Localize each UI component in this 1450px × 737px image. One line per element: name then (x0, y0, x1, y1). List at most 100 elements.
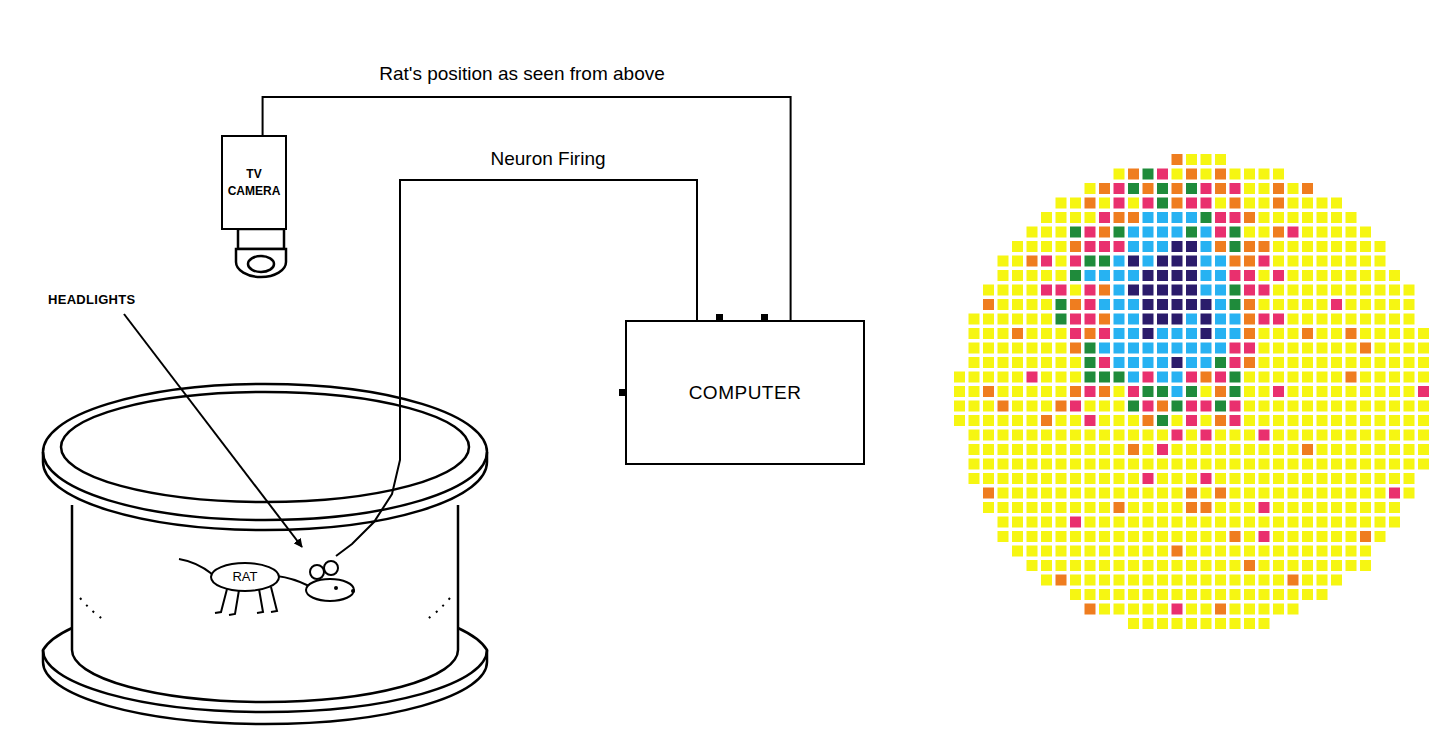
heat-cell (1215, 357, 1226, 368)
heat-cell (1215, 343, 1226, 354)
heat-cell (1259, 357, 1270, 368)
heat-cell (1041, 488, 1052, 499)
heat-cell (1085, 575, 1096, 586)
heat-cell (1331, 502, 1342, 513)
heat-cell (1099, 604, 1110, 615)
heat-cell (1114, 604, 1125, 615)
heat-cell (954, 401, 965, 412)
heat-cell (1244, 618, 1255, 629)
heat-cell (1317, 488, 1328, 499)
heat-cell (1244, 459, 1255, 470)
heat-cell (1012, 241, 1023, 252)
heat-cell (1404, 328, 1415, 339)
heat-cell (1273, 270, 1284, 281)
heat-cell (1273, 198, 1284, 209)
heat-cell (1128, 546, 1139, 557)
heat-cell (1302, 401, 1313, 412)
heat-cell (1041, 372, 1052, 383)
heat-cell (1143, 531, 1154, 542)
heat-cell (1244, 386, 1255, 397)
heat-cell (1288, 488, 1299, 499)
heat-cell (1389, 401, 1400, 412)
heat-cell (1201, 430, 1212, 441)
heat-cell (1259, 386, 1270, 397)
heat-cell (1273, 473, 1284, 484)
heat-cell (1056, 444, 1067, 455)
heat-cell (1085, 430, 1096, 441)
heat-cell (1346, 488, 1357, 499)
heat-cell (1056, 473, 1067, 484)
heat-cell (1389, 285, 1400, 296)
heat-cell (1085, 183, 1096, 194)
heat-cell (1201, 459, 1212, 470)
heat-cell (1288, 430, 1299, 441)
heat-cell (1273, 241, 1284, 252)
heat-cell (1128, 502, 1139, 513)
heat-cell (1056, 357, 1067, 368)
heat-cell (1012, 488, 1023, 499)
heat-cell (1143, 618, 1154, 629)
heat-cell (969, 459, 980, 470)
heat-cell (1273, 357, 1284, 368)
heat-cell (1027, 502, 1038, 513)
heat-cell (998, 299, 1009, 310)
heat-cell (1186, 560, 1197, 571)
heat-cell (1346, 357, 1357, 368)
heat-cell (1128, 314, 1139, 325)
heat-cell (998, 401, 1009, 412)
heat-cell (1418, 401, 1429, 412)
heat-cell (1085, 372, 1096, 383)
heat-cell (1114, 285, 1125, 296)
heat-cell (1404, 285, 1415, 296)
heat-cell (1317, 560, 1328, 571)
heat-cell (1041, 517, 1052, 528)
heat-cell (969, 386, 980, 397)
heat-cell (1070, 560, 1081, 571)
heat-cell (1201, 546, 1212, 557)
heat-cell (1157, 604, 1168, 615)
heat-cell (1273, 386, 1284, 397)
heat-cell (1230, 285, 1241, 296)
heat-cell (1288, 575, 1299, 586)
heat-cell (1244, 256, 1255, 267)
heat-cell (1143, 575, 1154, 586)
heat-cell (1259, 560, 1270, 571)
heat-cell (1201, 212, 1212, 223)
heat-cell (1375, 401, 1386, 412)
heat-cell (1302, 357, 1313, 368)
heat-cell (1201, 357, 1212, 368)
heat-cell (1302, 285, 1313, 296)
heat-cell (1389, 328, 1400, 339)
heat-cell (1273, 372, 1284, 383)
heat-cell (1070, 198, 1081, 209)
heat-cell (1157, 488, 1168, 499)
heat-cell (1201, 517, 1212, 528)
heat-cell (1360, 517, 1371, 528)
heat-cell (1317, 517, 1328, 528)
heat-cell (1157, 372, 1168, 383)
heat-cell (1099, 241, 1110, 252)
heat-cell (1128, 372, 1139, 383)
heat-cell (1157, 357, 1168, 368)
heat-cell (1201, 270, 1212, 281)
heat-cell (1259, 618, 1270, 629)
heat-cell (1157, 212, 1168, 223)
heat-cell (983, 401, 994, 412)
heat-cell (1360, 343, 1371, 354)
heat-cell (998, 415, 1009, 426)
heat-cell (1244, 299, 1255, 310)
heat-cell (1143, 604, 1154, 615)
heat-cell (1317, 415, 1328, 426)
heat-cell (1041, 401, 1052, 412)
heat-cell (1157, 285, 1168, 296)
heat-cell (1157, 459, 1168, 470)
heat-cell (1259, 372, 1270, 383)
heat-cell (1317, 328, 1328, 339)
heat-cell (1128, 430, 1139, 441)
heat-cell (1375, 241, 1386, 252)
heat-cell (1389, 357, 1400, 368)
heat-cell (1389, 488, 1400, 499)
heat-cell (1302, 473, 1313, 484)
heat-cell (1099, 560, 1110, 571)
heat-cell (1288, 314, 1299, 325)
